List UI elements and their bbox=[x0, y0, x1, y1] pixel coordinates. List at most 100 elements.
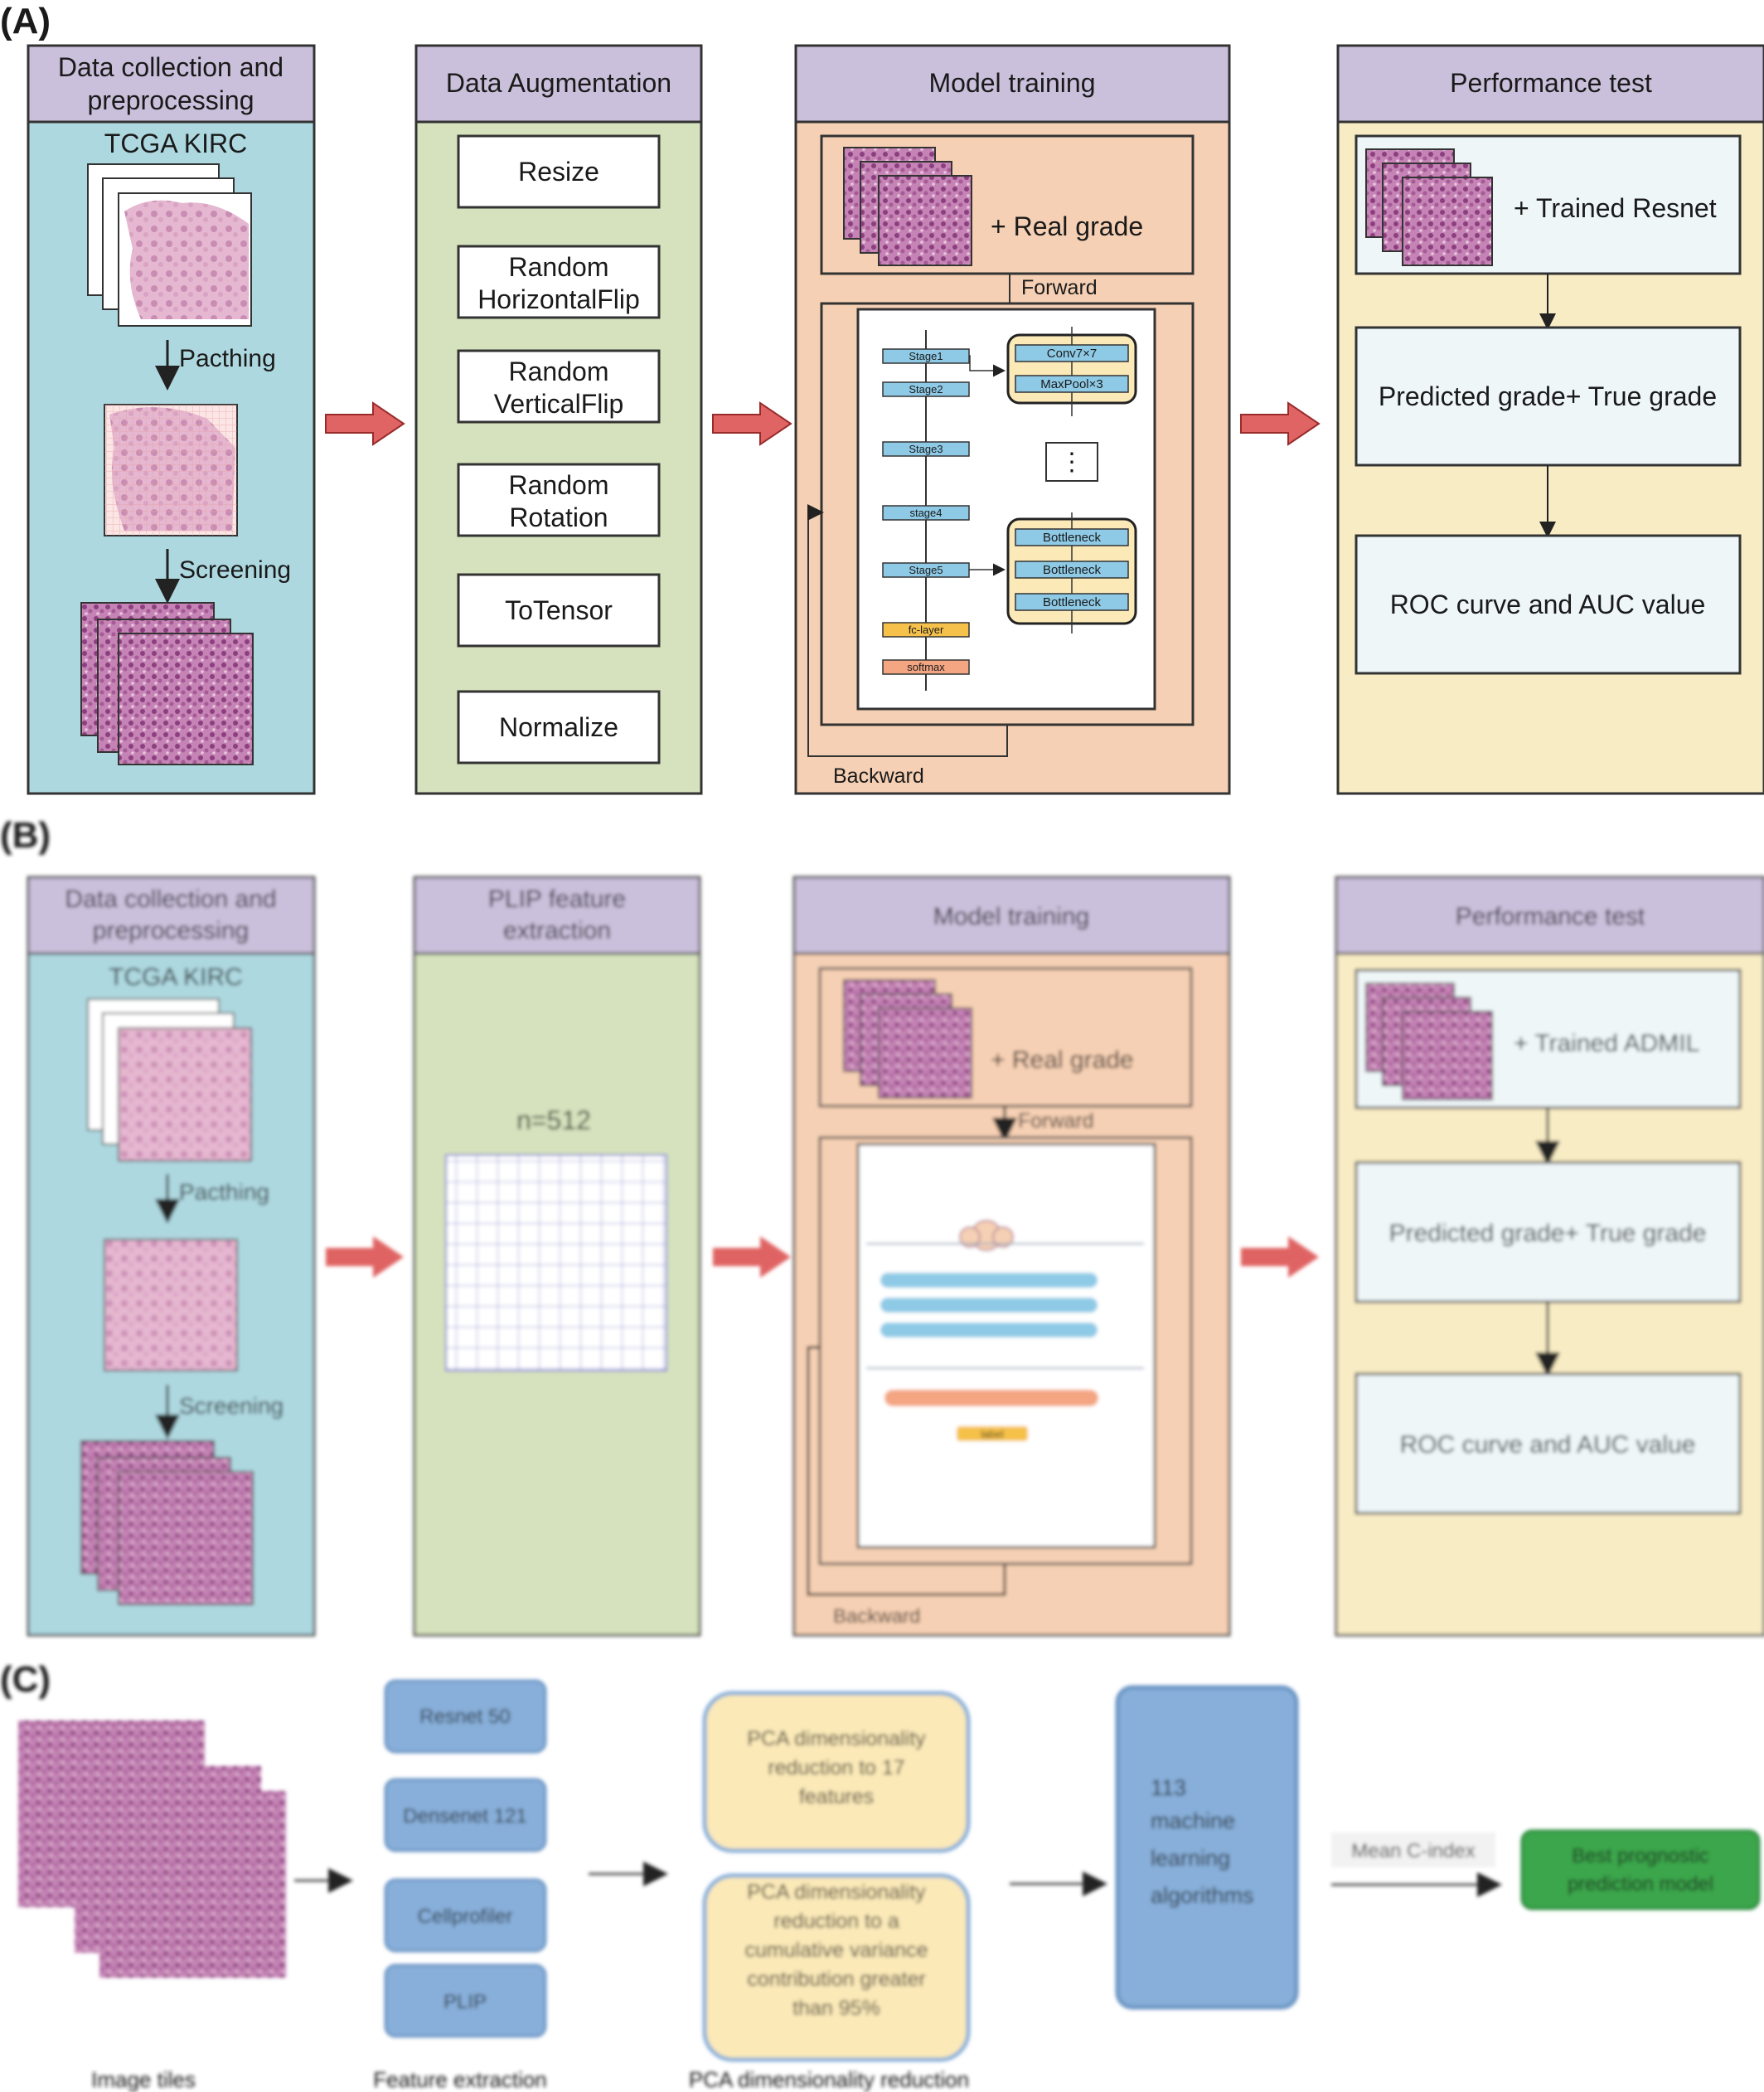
a-step-screening: Screening bbox=[179, 556, 291, 584]
c-model-2-label: Densenet 121 bbox=[403, 1805, 526, 1827]
aug-normalize bbox=[457, 690, 661, 764]
b-backward-label: Backward bbox=[833, 1605, 920, 1628]
a-col2-title: Data Augmentation bbox=[446, 68, 671, 98]
stage3-block bbox=[882, 441, 970, 457]
aug-hflip-label-1: Random bbox=[509, 252, 609, 282]
c-pca2-line3: cumulative variance bbox=[745, 1939, 928, 1962]
aug-rotation bbox=[457, 463, 661, 537]
aug-vflip bbox=[457, 349, 661, 424]
c-caption-features: Feature extraction bbox=[373, 2067, 547, 2092]
c-ml-line4: algorithms bbox=[1151, 1883, 1254, 1908]
c-ml-line2: machine bbox=[1151, 1808, 1235, 1833]
stage1-label: Stage1 bbox=[909, 350, 943, 362]
b-col2-title-1: PLIP feature bbox=[488, 886, 626, 913]
b-output-label: label bbox=[981, 1428, 1004, 1440]
b-arrow-3 bbox=[1241, 1236, 1319, 1278]
a-perf-box-3 bbox=[1354, 534, 1742, 675]
c-ml-box bbox=[1115, 1685, 1299, 2010]
conv-label: Conv7×7 bbox=[1047, 347, 1097, 361]
c-best-line1: Best prognostic bbox=[1572, 1845, 1708, 1867]
panel-c-label: (C) bbox=[0, 1659, 51, 1700]
b-patched-image bbox=[104, 1239, 238, 1371]
stage2-block bbox=[882, 381, 970, 397]
a-roc-auc: ROC curve and AUC value bbox=[1390, 590, 1706, 619]
c-metric-box bbox=[1331, 1832, 1495, 1867]
fc-layer-label: fc-layer bbox=[909, 624, 944, 636]
c-caption-tiles: Image tiles bbox=[91, 2067, 196, 2092]
b-tiles-image bbox=[118, 1471, 254, 1605]
b-trained-admil: + Trained ADMIL bbox=[1514, 1030, 1699, 1057]
aug-resize-label: Resize bbox=[518, 157, 599, 187]
b-attention-diagram bbox=[856, 1143, 1156, 1549]
a-predicted-grade: Predicted grade+ True grade bbox=[1379, 381, 1717, 411]
aug-totensor bbox=[457, 573, 661, 648]
c-pca2-line2: reduction to a bbox=[773, 1910, 899, 1933]
c-ml-line1: 113 bbox=[1151, 1775, 1186, 1800]
maxpool-label: MaxPool×3 bbox=[1040, 377, 1102, 391]
conv-block bbox=[1015, 344, 1129, 362]
c-model-1-label: Resnet 50 bbox=[419, 1706, 510, 1728]
a-real-grade: + Real grade bbox=[991, 211, 1143, 241]
b-dim-label: n=512 bbox=[516, 1105, 591, 1135]
c-model-4-label: PLIP bbox=[443, 1991, 487, 2013]
a-arrow-2 bbox=[712, 401, 792, 446]
b-wsi-image bbox=[118, 1027, 252, 1162]
c-caption-pca: PCA dimensionality reduction bbox=[689, 2067, 969, 2092]
b-forward-label: Forward bbox=[1018, 1109, 1094, 1133]
aug-hflip-label-2: HorizontalFlip bbox=[477, 284, 640, 314]
bottleneck-block-2 bbox=[1015, 561, 1129, 579]
aug-rotation-label-2: Rotation bbox=[509, 502, 608, 532]
b-dataset-label: TCGA KIRC bbox=[109, 963, 243, 991]
c-model-3 bbox=[384, 1878, 547, 1953]
c-pca1-line2: reduction to 17 bbox=[768, 1756, 904, 1779]
panel-b-label: (B) bbox=[0, 815, 51, 856]
a-col2: Data Augmentation Resize Random Horizont… bbox=[414, 44, 703, 795]
softmax-label: softmax bbox=[907, 661, 945, 673]
c-best-model-box bbox=[1520, 1829, 1761, 1910]
bottleneck-label-2: Bottleneck bbox=[1043, 563, 1102, 577]
b-real-grade: + Real grade bbox=[991, 1046, 1134, 1074]
stage4-label: stage4 bbox=[909, 507, 942, 519]
b-roc-auc: ROC curve and AUC value bbox=[1400, 1431, 1696, 1459]
c-model-1 bbox=[384, 1679, 547, 1754]
a-col1-title-1: Data collection and bbox=[58, 52, 284, 82]
c-image-tiles bbox=[99, 1791, 286, 1978]
ellipsis-box bbox=[1045, 442, 1098, 482]
aug-normalize-label: Normalize bbox=[499, 712, 618, 742]
a-input-tiles bbox=[878, 175, 972, 266]
panel-a-label: (A) bbox=[0, 1, 51, 41]
a-dataset-label: TCGA KIRC bbox=[104, 129, 247, 158]
aug-totensor-label: ToTensor bbox=[505, 595, 613, 625]
a-perf-tiles bbox=[1402, 177, 1493, 266]
stage5-label: Stage5 bbox=[909, 564, 943, 576]
a-backward-label: Backward bbox=[833, 764, 924, 788]
a-col4-title: Performance test bbox=[1450, 68, 1652, 98]
b-step-patching: Pacthing bbox=[179, 1179, 269, 1205]
a-col3: Model training + Real grade Forward Back… bbox=[794, 44, 1231, 795]
b-arrow-1 bbox=[326, 1236, 404, 1278]
b-col1-title-2: preprocessing bbox=[93, 917, 249, 944]
c-metric-label: Mean C-index bbox=[1351, 1840, 1475, 1862]
c-model-4 bbox=[384, 1963, 547, 2038]
stage2-label: Stage2 bbox=[909, 383, 943, 396]
ellipsis-label: ⋮ bbox=[1059, 449, 1084, 476]
a-perf-box-2 bbox=[1354, 326, 1742, 467]
a-col4: Performance test + Trained Resnet Predic… bbox=[1336, 44, 1764, 795]
c-best-line2: prediction model bbox=[1568, 1873, 1713, 1895]
b-perf-tiles bbox=[1402, 1011, 1493, 1100]
fc-layer-block bbox=[882, 622, 970, 638]
c-pca-box-2 bbox=[702, 1873, 971, 2062]
c-pca1-line1: PCA dimensionality bbox=[747, 1727, 926, 1750]
stage3-label: Stage3 bbox=[909, 443, 943, 455]
a-col1: Data collection and preprocessing TCGA K… bbox=[27, 44, 316, 795]
aug-vflip-label-1: Random bbox=[509, 357, 609, 386]
a-col1-title-2: preprocessing bbox=[88, 85, 254, 115]
b-col1-title-1: Data collection and bbox=[65, 886, 276, 913]
c-ml-line3: learning bbox=[1151, 1846, 1230, 1871]
c-model-3-label: Cellprofiler bbox=[418, 1905, 513, 1928]
b-col2-title-2: extraction bbox=[503, 917, 611, 944]
aug-hflip bbox=[457, 245, 661, 319]
b-col3-title: Model training bbox=[933, 903, 1089, 930]
bottleneck-block-1 bbox=[1015, 528, 1129, 546]
